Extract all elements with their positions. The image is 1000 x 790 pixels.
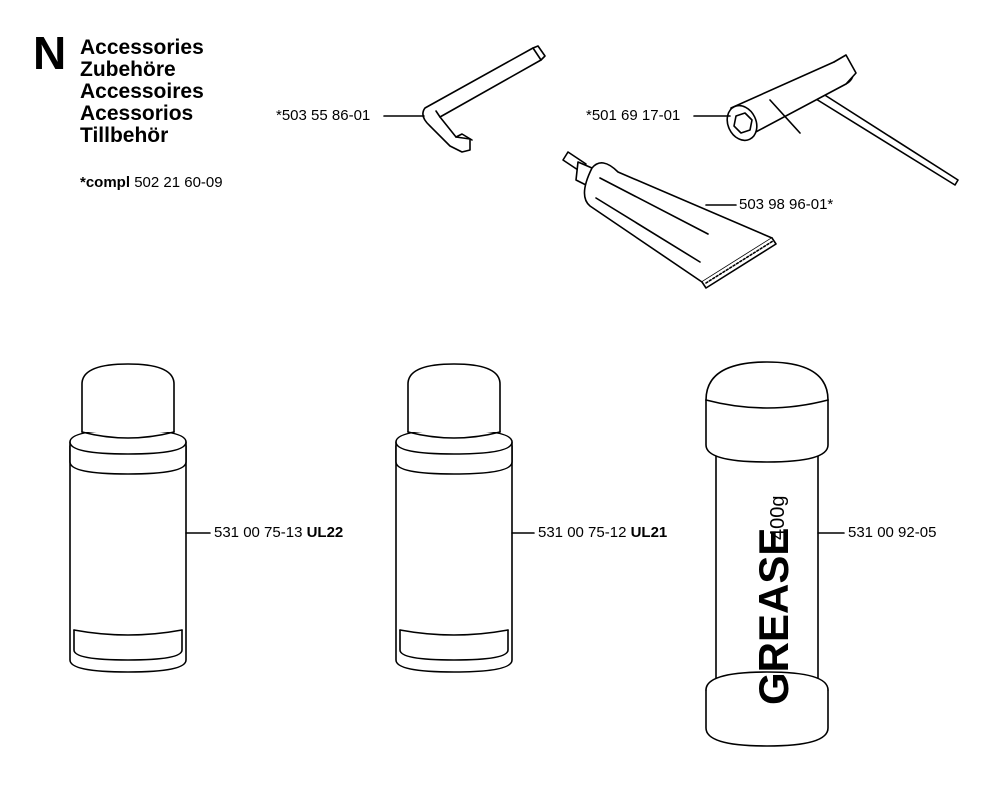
part-label-spray-can-ul21[interactable]: 531 00 75-12 UL21 <box>538 524 667 542</box>
title-es: Acessorios <box>80 102 194 125</box>
part-tag: UL22 <box>306 524 344 541</box>
part-number: *501 69 17-01 <box>586 107 681 124</box>
part-label-spanner[interactable]: *501 69 17-01 <box>586 107 680 125</box>
part-number: 531 00 75-12 <box>538 524 627 541</box>
part-number: 503 98 96-01* <box>739 196 834 213</box>
cartridge-word: GREASE <box>750 528 797 705</box>
section-letter: N <box>33 27 67 79</box>
spray-can-ul22-drawing[interactable] <box>69 363 187 673</box>
part-number: 531 00 75-13 <box>214 524 303 541</box>
grease-cartridge-drawing[interactable]: GREASE 400g <box>705 361 829 747</box>
kit-number-value: 502 21 60-09 <box>134 174 223 191</box>
kit-prefix: *compl <box>80 174 131 191</box>
kit-number: *compl 502 21 60-09 <box>80 174 223 191</box>
title-sv: Tillbehör <box>80 124 169 147</box>
hex-key-drawing[interactable] <box>422 45 546 153</box>
grease-tube-drawing[interactable] <box>562 151 777 289</box>
spanner-drawing[interactable] <box>722 54 959 186</box>
part-label-hex-key[interactable]: *503 55 86-01 <box>276 107 370 125</box>
title-de: Zubehöre <box>80 58 176 81</box>
part-number: *503 55 86-01 <box>276 107 371 124</box>
title-en: Accessories <box>80 36 204 59</box>
part-number: 531 00 92-05 <box>848 524 937 541</box>
title-fr: Accessoires <box>80 80 204 103</box>
part-tag: UL21 <box>630 524 668 541</box>
part-label-spray-can-ul22[interactable]: 531 00 75-13 UL22 <box>214 524 343 542</box>
cartridge-weight: 400g <box>767 496 789 541</box>
part-label-grease-cartridge[interactable]: 531 00 92-05 <box>848 524 936 542</box>
spray-can-ul21-drawing[interactable] <box>395 363 513 673</box>
section-titles: Accessories Zubehöre Accessoires Acessor… <box>80 37 204 147</box>
part-label-grease-tube[interactable]: 503 98 96-01* <box>739 196 833 214</box>
